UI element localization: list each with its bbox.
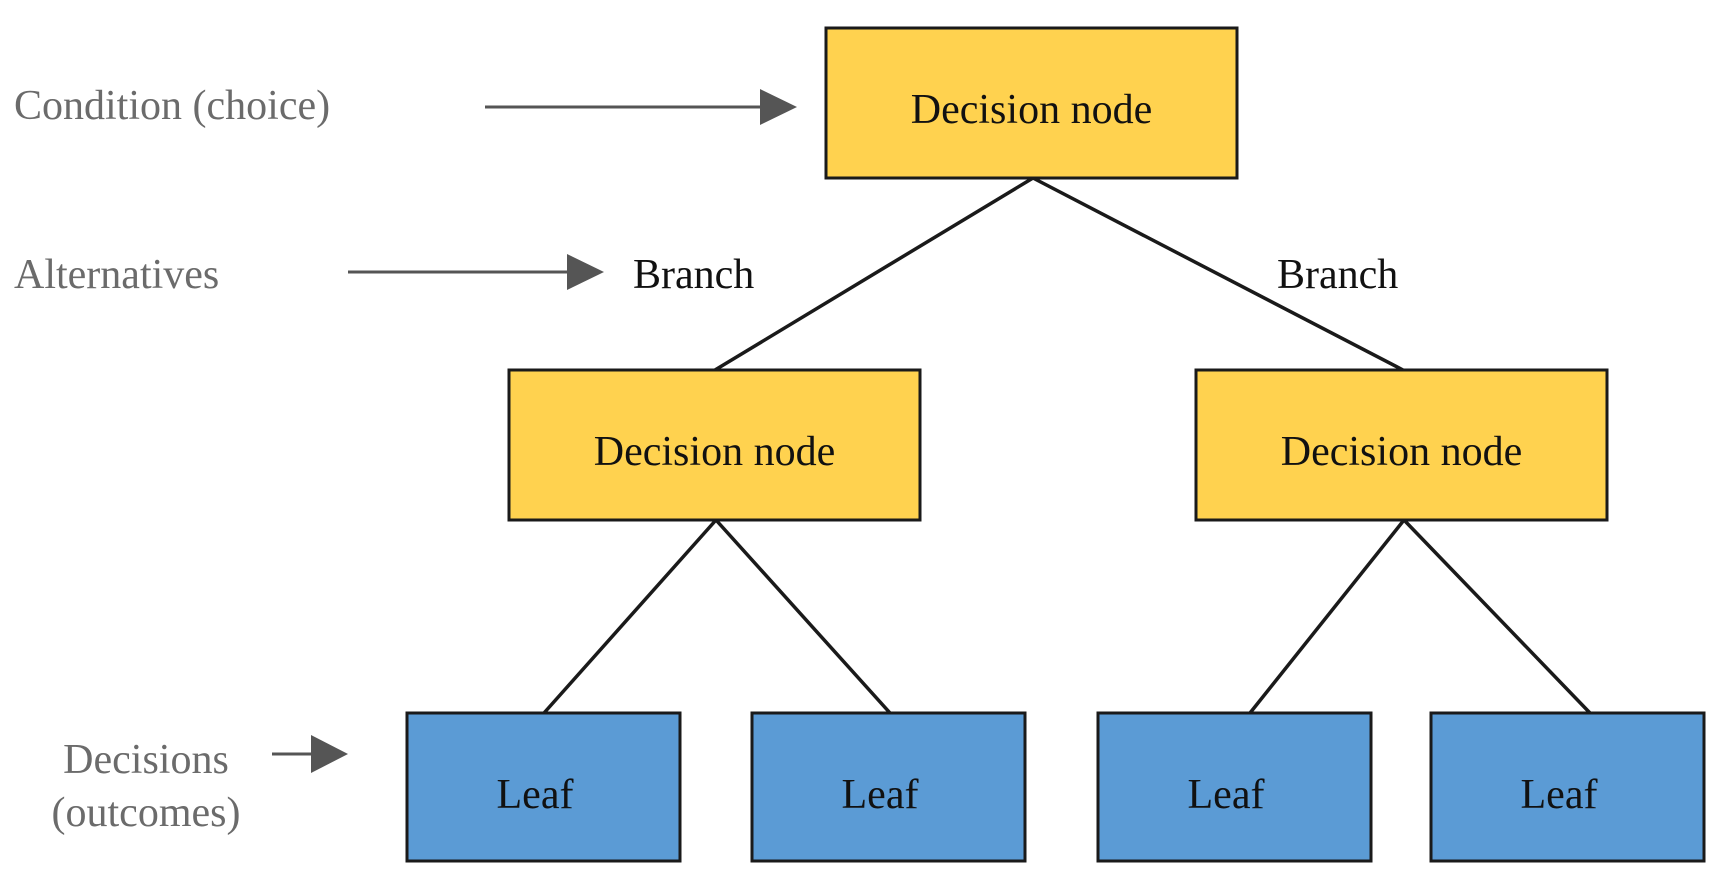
branch-label-right: Branch (1277, 252, 1398, 298)
leaf-node-4-label: Leaf (1521, 772, 1598, 818)
leaf-node-1: Leaf (405, 711, 682, 863)
leaf-node-1-label: Leaf (497, 772, 574, 818)
annotation-condition: Condition (choice) (14, 83, 330, 129)
branch-label-left: Branch (633, 252, 754, 298)
decision-node-root-label: Decision node (911, 87, 1152, 133)
leaf-node-2: Leaf (750, 711, 1027, 863)
edge-root-left (714, 176, 1034, 372)
arrow-condition (485, 89, 797, 125)
edge-left-leaf1 (542, 518, 718, 715)
decision-node-root: Decision node (824, 26, 1239, 180)
annotation-decisions-line2: (outcomes) (52, 790, 241, 836)
arrow-decisions (272, 735, 348, 773)
leaf-node-3: Leaf (1096, 711, 1373, 863)
decision-node-right: Decision node (1194, 368, 1609, 522)
leaf-node-4: Leaf (1429, 711, 1706, 863)
decision-node-left-label: Decision node (594, 429, 835, 475)
leaf-node-3-label: Leaf (1188, 772, 1265, 818)
annotation-alternatives: Alternatives (14, 252, 219, 298)
edge-root-right (1032, 176, 1404, 372)
tree-edges (542, 176, 1592, 715)
leaf-node-2-label: Leaf (842, 772, 919, 818)
edge-left-leaf2 (714, 518, 892, 715)
edge-right-leaf4 (1402, 518, 1592, 715)
arrow-alternatives (348, 254, 604, 290)
edge-right-leaf3 (1248, 518, 1406, 715)
annotation-decisions-line1: Decisions (63, 737, 229, 783)
decision-node-right-label: Decision node (1281, 429, 1522, 475)
decision-node-left: Decision node (507, 368, 922, 522)
